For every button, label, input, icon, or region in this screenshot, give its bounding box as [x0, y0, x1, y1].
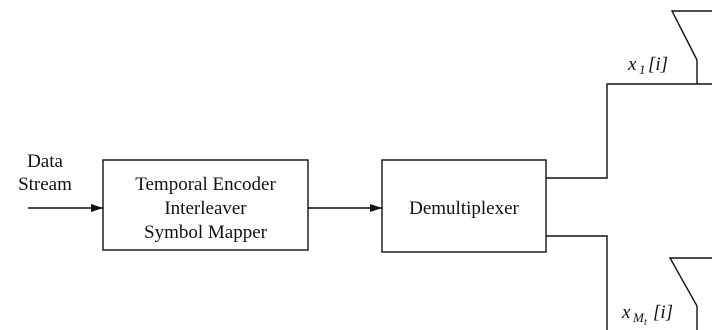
output-last-var: x	[621, 302, 631, 323]
output-label-first: x 1 [i]	[627, 54, 668, 77]
output-label-last: x M t [i]	[621, 302, 673, 328]
encoder-line1: Temporal Encoder	[135, 174, 276, 195]
output-last-subsub: t	[644, 317, 647, 328]
output-first-var: x	[627, 54, 637, 75]
output-line-last	[546, 235, 608, 330]
antenna-icon-first	[670, 10, 712, 84]
output-last-index: [i]	[653, 302, 673, 323]
output-line-first	[546, 83, 712, 179]
input-label-line2: Stream	[18, 174, 72, 195]
demultiplexer-label: Demultiplexer	[409, 198, 519, 219]
encoder-line2: Interleaver	[164, 198, 247, 219]
demultiplexer-block	[381, 159, 547, 253]
encoder-line3: Symbol Mapper	[144, 222, 268, 243]
output-last-sub: M	[632, 310, 645, 325]
input-label-line1: Data	[27, 151, 63, 172]
encoder-block	[102, 159, 309, 251]
output-first-index: [i]	[648, 54, 668, 75]
output-first-sub: 1	[639, 62, 646, 77]
antenna-icon-last	[668, 257, 712, 330]
